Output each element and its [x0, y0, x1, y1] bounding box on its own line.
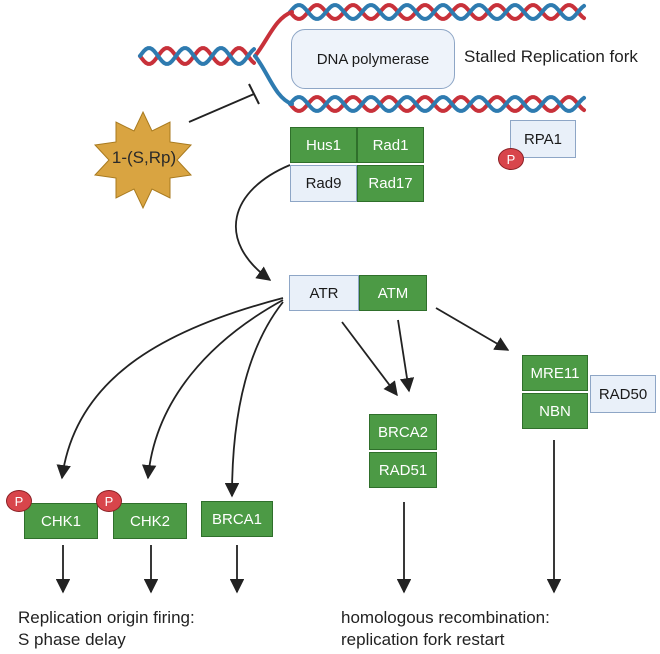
atm-box: ATM: [359, 275, 427, 311]
chk2-phospho-badge: P: [96, 490, 122, 512]
inhibitor-star-shape: [93, 110, 193, 210]
atm-label: ATM: [377, 284, 409, 302]
dna-polymerase-label: DNA polymerase: [316, 50, 430, 68]
nbn-label: NBN: [539, 402, 571, 420]
mre11-label: MRE11: [530, 364, 580, 382]
dna-polymerase-box: DNA polymerase: [291, 29, 455, 89]
fork-title: Stalled Replication fork: [464, 47, 638, 66]
outcome-left-line1: Replication origin firing:: [18, 608, 195, 627]
inhibition-bar: [248, 83, 260, 105]
brca2-box: BRCA2: [369, 414, 437, 450]
inhibition-line: [188, 93, 255, 123]
chk2-label: CHK2: [129, 512, 170, 530]
rad50-label: RAD50: [598, 385, 648, 403]
outcome-right-line1: homologous recombination:: [341, 608, 550, 627]
dna-top-strand-red: [288, 3, 586, 21]
brca2-label: BRCA2: [377, 423, 429, 441]
rad9-box: Rad9: [290, 165, 357, 202]
rad1-label: Rad1: [372, 136, 409, 154]
rpa1-label: RPA1: [523, 130, 563, 148]
rpa1-phospho-badge: P: [498, 148, 524, 170]
chk1-box: CHK1: [24, 503, 98, 539]
arrow-atr-to-chk2: [141, 299, 284, 480]
chk1-phospho-label: P: [14, 493, 24, 509]
dna-fork-lower-connector: [253, 54, 294, 106]
brca1-box: BRCA1: [201, 501, 273, 537]
atr-label: ATR: [309, 284, 339, 302]
arrow-atr-to-brca1: [224, 301, 284, 498]
dna-fork-upper-connector: [253, 10, 294, 58]
rad9-label: Rad9: [305, 175, 342, 192]
chk1-phospho-badge: P: [6, 490, 32, 512]
arrow-clamp-to-atr: [234, 164, 291, 281]
mre11-box: MRE11: [522, 355, 588, 391]
arrow-atr-to-brca2: [341, 321, 398, 397]
outcome-right-line2: replication fork restart: [341, 630, 505, 649]
rad51-box: RAD51: [369, 452, 437, 488]
rad17-label: Rad17: [368, 175, 413, 192]
dna-top-strand-blue: [288, 3, 586, 21]
brca1-label: BRCA1: [211, 510, 263, 528]
rad17-box: Rad17: [357, 165, 424, 202]
dna-bottom-strand-red: [288, 95, 586, 113]
hus1-box: Hus1: [290, 127, 357, 163]
rad51-label: RAD51: [378, 461, 428, 479]
arrow-atr-to-chk1: [56, 297, 284, 480]
dna-double-helix: [138, 3, 586, 113]
arrow-atm-to-mre11: [435, 307, 510, 351]
rad1-box: Rad1: [357, 127, 424, 163]
chk1-label: CHK1: [40, 512, 81, 530]
nbn-box: NBN: [522, 393, 588, 429]
inhibitor-label: 1-(S,Rp): [111, 148, 177, 167]
hus1-label: Hus1: [305, 136, 342, 154]
arrow-atm-to-brca2: [397, 319, 415, 393]
chk2-box: CHK2: [113, 503, 187, 539]
chk2-phospho-label: P: [104, 493, 114, 509]
rad50-box: RAD50: [590, 375, 656, 413]
atr-box: ATR: [289, 275, 359, 311]
dna-bottom-strand-blue: [288, 95, 586, 113]
outcome-left-line2: S phase delay: [18, 630, 126, 649]
rpa1-phospho-label: P: [506, 151, 516, 167]
dna-left-strand-blue: [138, 46, 256, 66]
